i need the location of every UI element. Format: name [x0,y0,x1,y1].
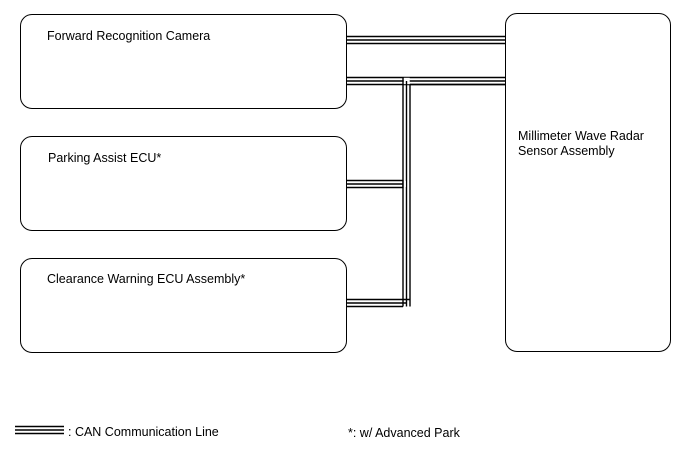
millimeter-wave-radar-box: Millimeter Wave Radar Sensor Assembly [505,13,671,352]
can-line-parking-branch [347,179,403,189]
clearance-warning-ecu-label: Clearance Warning ECU Assembly* [47,272,246,286]
clearance-warning-ecu-box: Clearance Warning ECU Assembly* [20,258,347,353]
parking-assist-ecu-box: Parking Assist ECU* [20,136,347,231]
forward-recognition-camera-box: Forward Recognition Camera [20,14,347,109]
forward-recognition-camera-label: Forward Recognition Camera [47,29,211,43]
can-line-clearance-branch [347,298,410,308]
footnote-advanced-park: *: w/ Advanced Park [348,426,460,440]
can-line-camera-radar [347,35,505,45]
parking-assist-ecu-label: Parking Assist ECU* [48,151,162,165]
can-line-trunk-vertical [402,84,411,307]
legend-can-line-sample [15,425,64,435]
legend-can-communication-line-label: : CAN Communication Line [68,425,219,439]
can-line-trunk-top [347,76,505,86]
millimeter-wave-radar-label: Millimeter Wave Radar Sensor Assembly [518,129,644,158]
